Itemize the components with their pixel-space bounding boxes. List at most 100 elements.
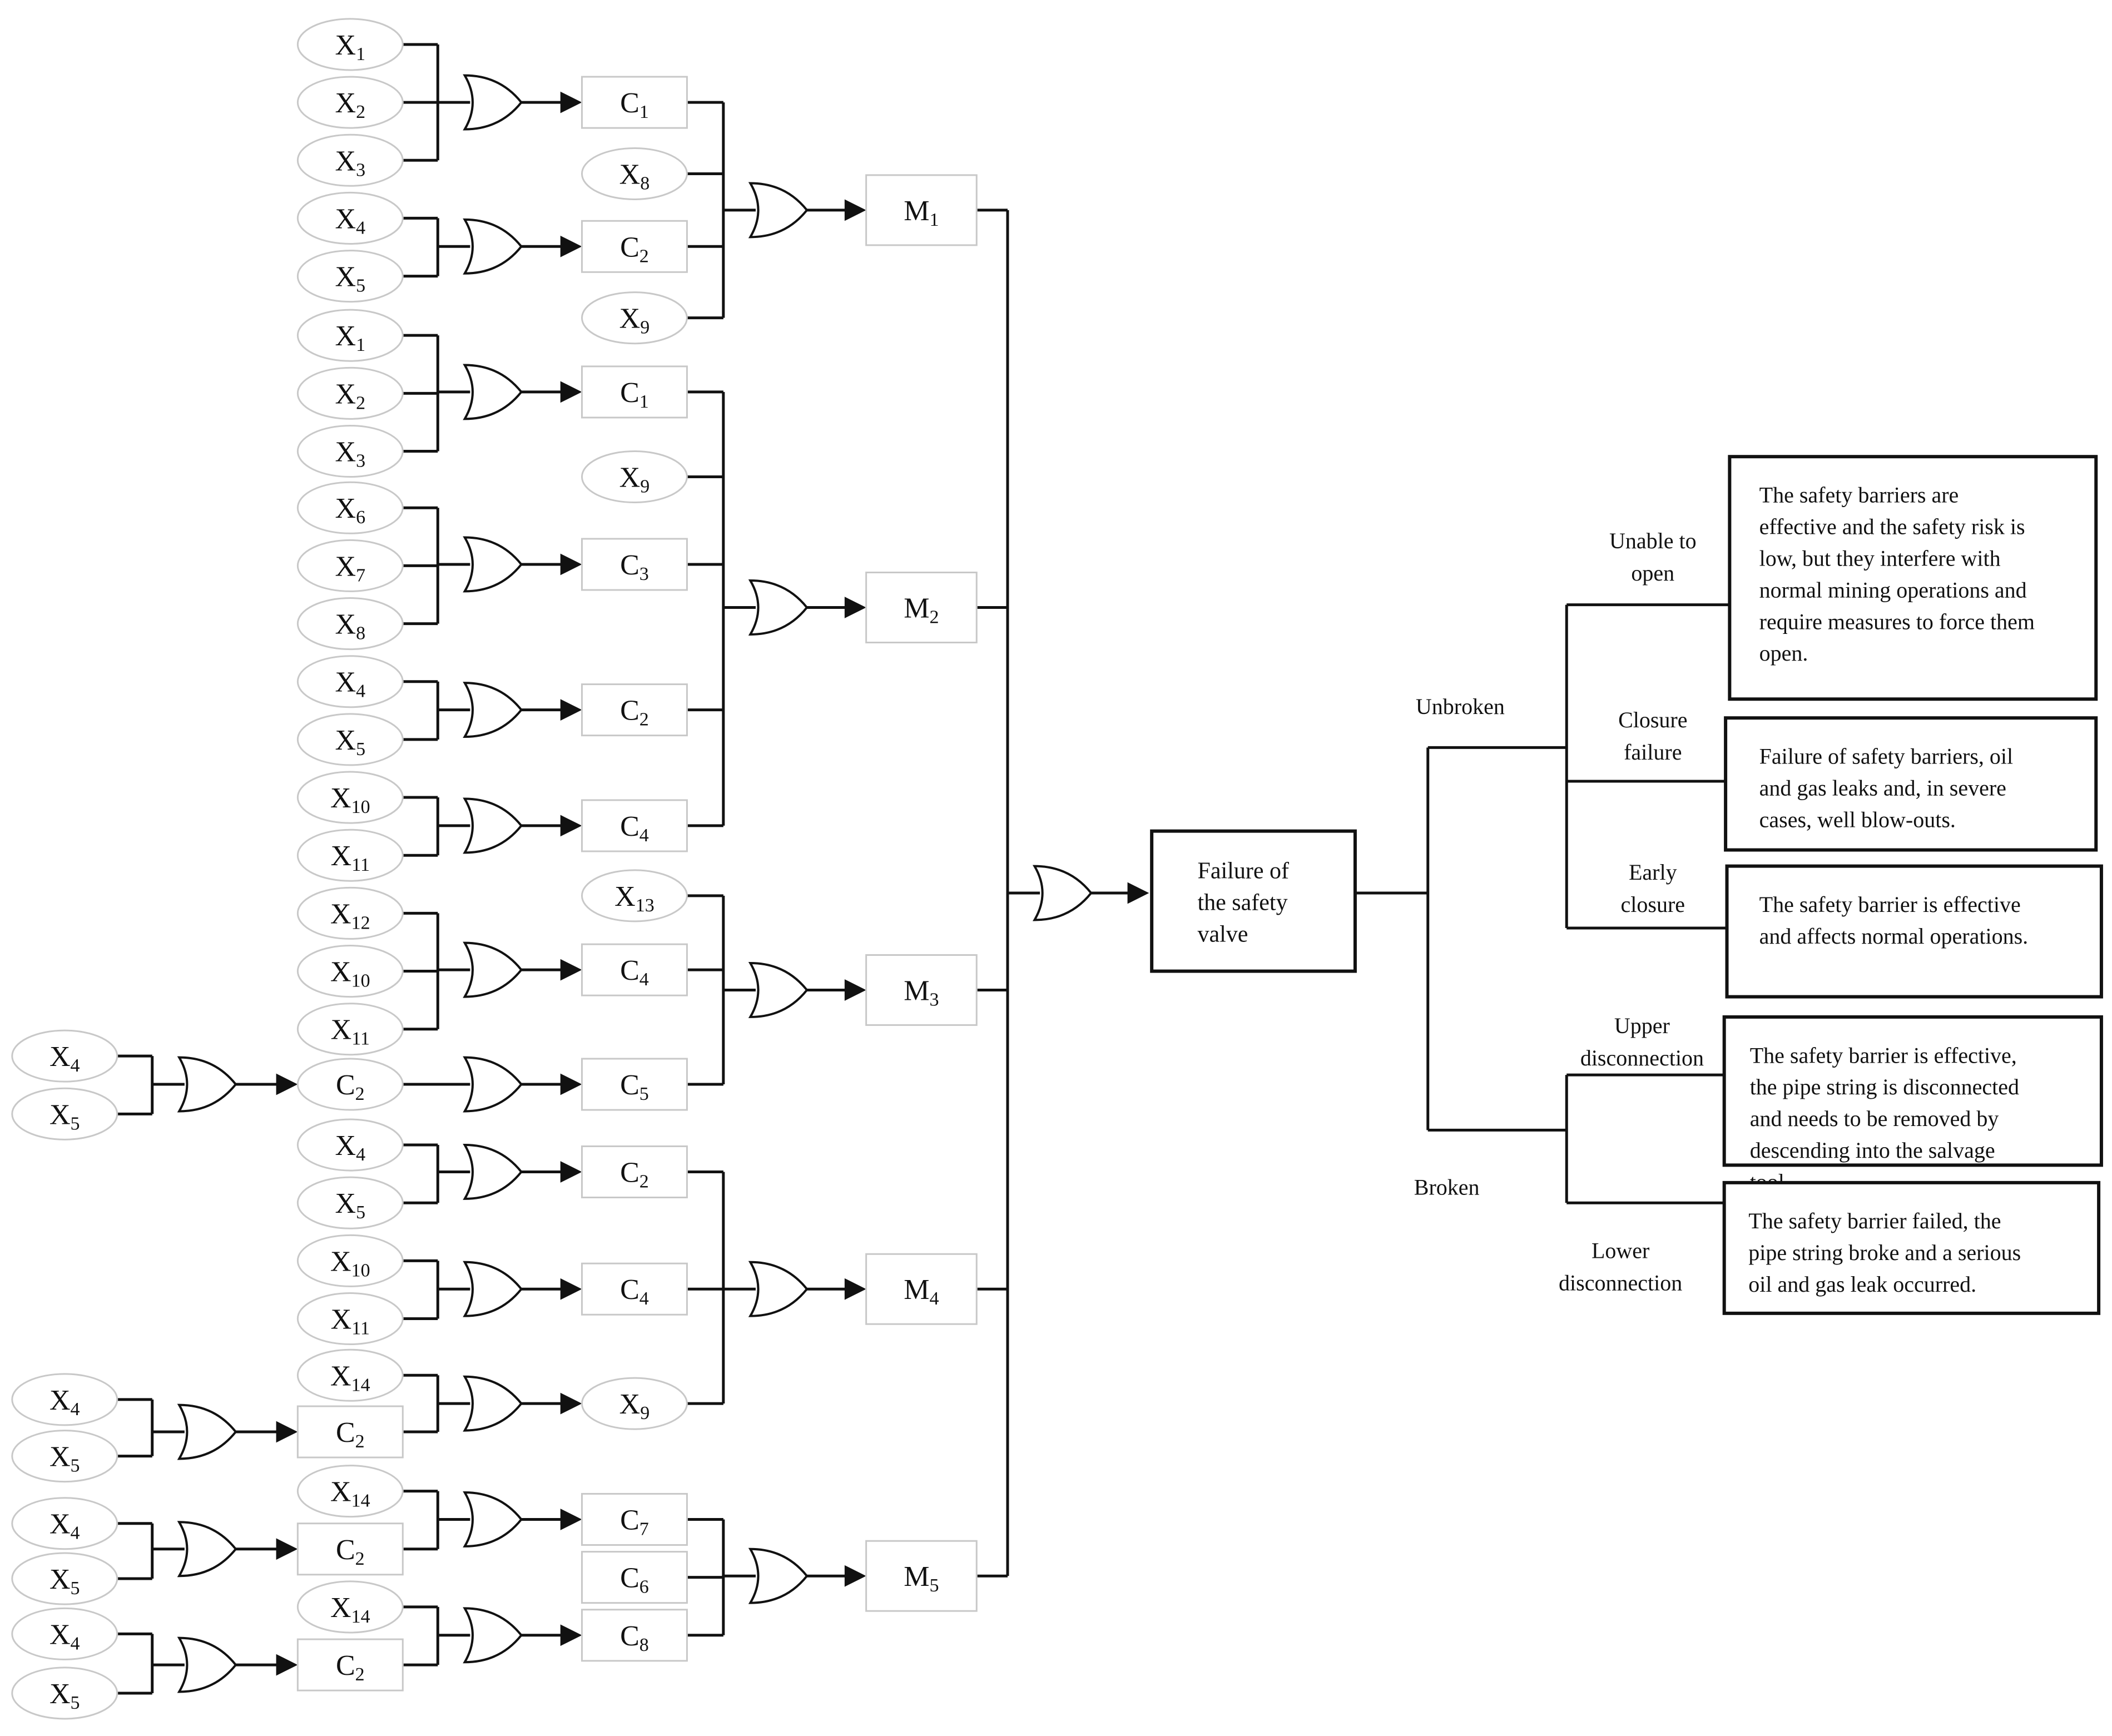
node-label: M2 (904, 593, 939, 628)
intermediate-event-c4 (581, 1262, 688, 1316)
basic-event-x7 (296, 539, 404, 592)
basic-event-x4 (11, 1373, 118, 1426)
or-gate (463, 1144, 523, 1200)
mode-label: Upper (1614, 1013, 1670, 1038)
arrow-head (560, 1073, 582, 1095)
arrow-head (844, 199, 866, 221)
consequence-text: cases, well blow-outs. (1759, 807, 1956, 832)
arrow-head (276, 1421, 298, 1443)
consequence-text: and gas leaks and, in severe (1759, 775, 2006, 800)
arrow-head (276, 1073, 298, 1095)
node-label: C3 (620, 549, 649, 584)
basic-event-x11 (296, 1003, 404, 1056)
or-gate (463, 1491, 523, 1547)
module-event-m4 (865, 1253, 978, 1325)
module-event-m5 (865, 1540, 978, 1612)
intermediate-event-c2 (581, 220, 688, 273)
consequence-text: and needs to be removed by (1750, 1106, 1999, 1131)
node-label: X9 (619, 303, 650, 338)
module-event-m3 (865, 954, 978, 1026)
tree-nodes: X1X2X3C1X8X4X5C2X9M1X1X2X3C1X9X6X7X8C3X4… (11, 18, 1357, 1720)
basic-event-x5 (11, 1666, 118, 1720)
or-gate (463, 1056, 523, 1113)
or-gate (177, 1056, 237, 1113)
consequence-text: and affects normal operations. (1759, 924, 2029, 949)
mode-label: disconnection (1559, 1271, 1682, 1296)
node-label: X7 (335, 550, 366, 586)
node-label: X10 (330, 956, 370, 991)
node-label: X8 (619, 158, 650, 194)
top-event-box (1150, 829, 1357, 973)
basic-event-x5 (11, 1430, 118, 1483)
intermediate-event-c7 (581, 1492, 688, 1546)
node-label: M4 (904, 1274, 939, 1309)
node-label: M3 (904, 975, 939, 1010)
arrow-head (844, 979, 866, 1001)
node-label: X4 (335, 667, 366, 702)
node-label: C2 (336, 1069, 365, 1104)
basic-event-x3 (296, 424, 404, 478)
or-gate (463, 74, 523, 131)
node-label: X4 (49, 1509, 80, 1544)
basic-event-x10 (296, 771, 404, 824)
basic-event-x5 (11, 1087, 118, 1140)
node-label: X13 (614, 881, 655, 916)
basic-event-x4 (11, 1607, 118, 1660)
or-gate (177, 1636, 237, 1693)
consequence-text: oil and gas leak occurred. (1748, 1272, 1976, 1297)
node-label: M5 (904, 1561, 939, 1596)
top-event-label: Failure of (1198, 858, 1289, 884)
intermediate-event-c8 (581, 1609, 688, 1662)
intermediate-event-c2 (296, 1405, 404, 1459)
mode-label: open (1631, 561, 1674, 586)
mode-label: closure (1621, 892, 1685, 917)
or-gate (463, 941, 523, 998)
intermediate-event-c6 (581, 1551, 688, 1604)
arrow-head (560, 699, 582, 721)
consequence-text: normal mining operations and (1759, 577, 2027, 602)
consequence-box (1728, 455, 2098, 701)
intermediate-event-c5 (581, 1058, 688, 1111)
node-label: X11 (331, 1014, 370, 1049)
node-label: X5 (335, 1188, 366, 1223)
consequence-text: pipe string broke and a serious (1748, 1240, 2021, 1265)
arrow-head (560, 1624, 582, 1646)
consequence-text: low, but they interfere with (1759, 545, 2001, 571)
branch-label-broken: Broken (1414, 1175, 1480, 1200)
consequence-text: The safety barrier failed, the (1748, 1208, 2001, 1233)
arrow-head (560, 959, 582, 981)
mode-label: Lower (1592, 1238, 1649, 1263)
arrow-head (560, 1161, 582, 1183)
node-label: X5 (335, 261, 366, 296)
arrow-head (844, 1565, 866, 1587)
basic-event-x3 (296, 133, 404, 187)
node-label: X4 (49, 1619, 80, 1654)
node-label: C4 (620, 811, 649, 846)
basic-event-x9 (581, 1377, 688, 1430)
basic-event-x5 (296, 1176, 404, 1229)
consequence-text: The safety barriers are (1759, 483, 1959, 508)
node-label: C4 (620, 955, 649, 990)
intermediate-event-c4 (581, 943, 688, 996)
intermediate-event-c1 (581, 365, 688, 419)
mode-label: failure (1624, 740, 1682, 765)
node-label: X14 (330, 1360, 370, 1395)
consequence-text: require measures to force them (1759, 609, 2035, 634)
node-label: X11 (331, 1304, 370, 1339)
node-label: X3 (335, 145, 366, 180)
intermediate-event-c2 (581, 1145, 688, 1199)
basic-event-x6 (296, 481, 404, 534)
node-label: X9 (619, 462, 650, 497)
consequence-box (1722, 1181, 2101, 1315)
node-label: C2 (336, 1650, 365, 1685)
or-gate (463, 797, 523, 854)
top-event-label: valve (1198, 921, 1248, 947)
node-label: C1 (620, 377, 649, 412)
node-label: C4 (620, 1274, 649, 1309)
basic-event-x5 (11, 1552, 118, 1605)
arrow-head (560, 235, 582, 257)
node-label: M1 (904, 195, 939, 230)
consequence-text: open. (1759, 641, 1808, 666)
basic-event-x2 (296, 76, 404, 129)
node-label: X12 (330, 898, 370, 933)
